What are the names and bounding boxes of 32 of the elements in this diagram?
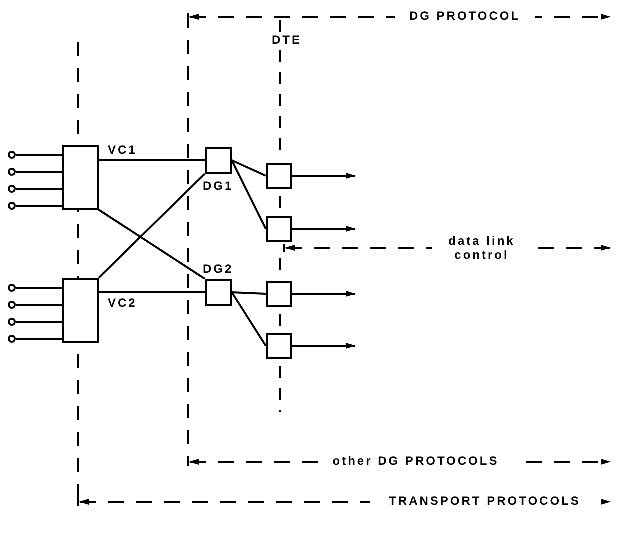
connection-line <box>16 287 62 289</box>
node-box <box>62 278 99 343</box>
connection-line <box>16 205 62 207</box>
connection-line <box>16 171 62 173</box>
protocol-label: TRANSPORT PROTOCOLS <box>370 494 600 508</box>
connection-line <box>16 338 62 340</box>
connection-line <box>99 160 205 162</box>
connection-line <box>98 209 206 280</box>
output-arrow <box>292 173 356 179</box>
output-arrow <box>292 226 356 232</box>
connection-line <box>231 160 267 230</box>
output-arrow <box>292 343 356 349</box>
connection-line <box>231 292 267 347</box>
protocol-label: DG PROTOCOL <box>395 9 535 23</box>
connection-line <box>16 321 62 323</box>
node-box <box>62 145 99 210</box>
edge-label: VC1 <box>108 144 138 156</box>
connection-line <box>16 154 62 156</box>
node-box <box>266 216 292 242</box>
node-box <box>266 163 292 189</box>
connection-line <box>232 292 266 295</box>
edge-label: VC2 <box>108 297 138 309</box>
connection-line <box>16 304 62 306</box>
connection-line <box>232 160 266 177</box>
node-label: DG1 <box>203 180 234 192</box>
node-label: DG2 <box>203 263 234 275</box>
connection-line <box>16 188 62 190</box>
node-box <box>266 333 292 359</box>
output-arrow <box>292 291 356 297</box>
connection-line <box>99 292 205 294</box>
connection-line <box>98 173 206 279</box>
node-box <box>266 281 292 307</box>
